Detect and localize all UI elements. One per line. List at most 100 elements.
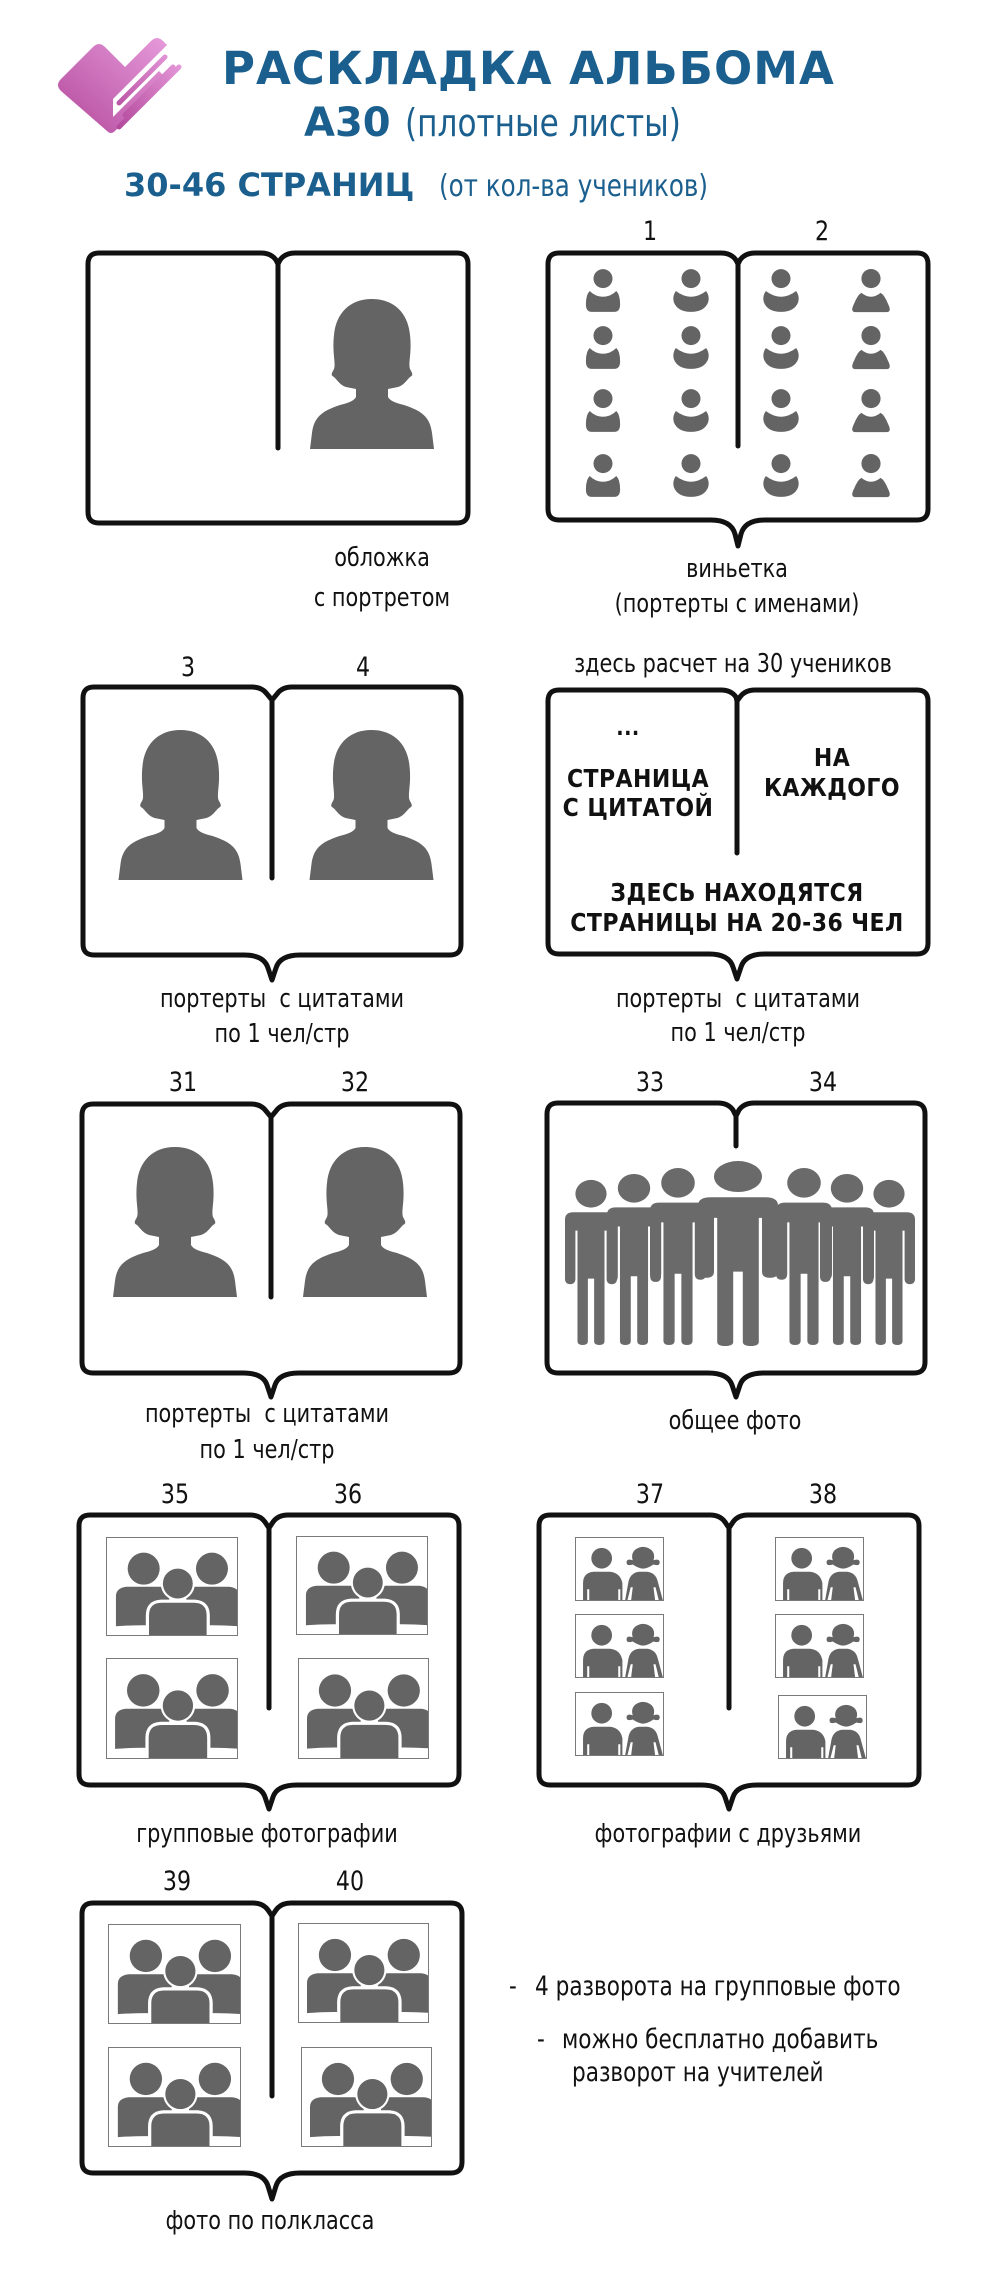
book-outline-cover (85, 250, 471, 526)
calculation-note: здесь расчет на 30 учеников (574, 649, 892, 679)
quote-page-text-line-1: СТРАНИЦА (566, 764, 710, 793)
page-number-left: 1 (642, 216, 658, 247)
group-icon (107, 1538, 237, 1635)
couple-icon (779, 1696, 866, 1758)
title-line-2: A30 (плотные листы) (304, 100, 741, 146)
person-figure-center (698, 1160, 778, 1346)
page-number-left: 37 (635, 1479, 665, 1510)
user-icon (672, 453, 710, 499)
user-icon (849, 388, 893, 434)
book-outline (545, 687, 931, 982)
page-number-right: 32 (340, 1067, 370, 1098)
group-icon (297, 1537, 427, 1634)
note-2-text-line-1: можно бесплатно добавить (562, 2024, 879, 2055)
photo-frame (298, 1658, 429, 1759)
couple-icon (776, 1538, 863, 1600)
user-icon (849, 268, 893, 314)
caption: групповые фотографии (136, 1819, 398, 1849)
caption-line-1: портерты с цитатами (615, 984, 861, 1014)
book-outline-vignette (545, 250, 931, 549)
each-person-text-line-2: КАЖДОГО (763, 773, 901, 802)
quote-page-text-line-2: С ЦИТАТОЙ (562, 793, 714, 822)
page-number-left: 39 (162, 1866, 192, 1897)
page-number-left: 35 (160, 1479, 190, 1510)
book-outline (80, 684, 464, 983)
couple-icon (776, 1615, 863, 1677)
caption-line-2: по 1 чел/стр (214, 1019, 350, 1049)
user-icon (849, 325, 893, 371)
photo-frame (575, 1537, 664, 1601)
user-icon (584, 325, 622, 371)
caption-line-2: (портерты с именами) (614, 589, 860, 619)
pages-range-text-line-1: ЗДЕСЬ НАХОДЯТСЯ (610, 878, 864, 907)
page-number-right: 4 (355, 652, 371, 683)
photo-frame (301, 2047, 432, 2147)
page-number-right: 36 (333, 1479, 363, 1510)
book-outline (536, 1512, 922, 1812)
logo (55, 33, 195, 143)
group-icon (302, 2048, 431, 2146)
group-icon (109, 1925, 240, 2023)
title-line-3: 30-46 СТРАНИЦ (от кол-ва учеников) (124, 166, 767, 204)
book-outline (544, 1100, 928, 1400)
couple-icon (576, 1538, 663, 1600)
caption-line-2: по 1 чел/стр (199, 1435, 335, 1465)
caption-line-1: портерты с цитатами (144, 1399, 390, 1429)
portrait-silhouette-right (309, 728, 434, 880)
page-number-right: 40 (335, 1866, 365, 1897)
page-number-left: 31 (168, 1067, 198, 1098)
user-icon (762, 325, 800, 371)
user-icon (672, 388, 710, 434)
user-icon (672, 325, 710, 371)
note-2-text-line-2: разворот на учителей (572, 2057, 824, 2088)
caption-line-2: по 1 чел/стр (670, 1018, 806, 1048)
page-count-note: (от кол-ва учеников) (439, 169, 709, 204)
album-paper-type: (плотные листы) (404, 101, 681, 145)
group-icon (299, 1924, 428, 2022)
user-icon (762, 453, 800, 499)
page-count: 30-46 СТРАНИЦ (124, 166, 415, 204)
portrait-silhouette (310, 297, 434, 449)
caption-line-1: портерты с цитатами (159, 984, 405, 1014)
user-icon (849, 453, 893, 499)
portrait-silhouette-left (118, 728, 243, 880)
caption-line-1: виньетка (686, 554, 788, 584)
page-number-left: 33 (635, 1067, 665, 1098)
caption: фото по полкласса (165, 2206, 375, 2236)
photo-frame (296, 1536, 428, 1635)
group-icon (107, 1659, 237, 1758)
title-line-1: РАСКЛАДКА АЛЬБОМА (222, 42, 835, 95)
group-icon (109, 2048, 240, 2146)
book-outline (76, 1512, 462, 1812)
photo-frame (108, 1924, 241, 2024)
page-number-right: 38 (808, 1479, 838, 1510)
book-outline (79, 1900, 465, 2202)
user-icon (584, 388, 622, 434)
album-format: A30 (304, 100, 391, 146)
photo-frame (298, 1923, 429, 2023)
couple-icon (576, 1615, 663, 1677)
caption-line-1: обложка (334, 543, 430, 573)
photo-frame (106, 1658, 238, 1759)
page-number-left: 3 (180, 652, 196, 683)
photo-frame (575, 1614, 664, 1678)
portrait-silhouette-right (303, 1145, 427, 1297)
photo-frame (775, 1614, 864, 1678)
page-number-right: 2 (814, 216, 830, 247)
group-icon (299, 1659, 428, 1758)
photo-frame (778, 1695, 867, 1759)
note-1-text: 4 разворота на групповые фото (535, 1971, 901, 2002)
pages-range-text-line-2: СТРАНИЦЫ НА 20-36 ЧЕЛ (570, 908, 904, 937)
ellipsis: ... (616, 716, 640, 741)
each-person-text-line-1: НА (813, 743, 851, 772)
couple-icon (576, 1693, 663, 1755)
note-2-bullet: - (537, 2024, 545, 2055)
photo-frame (106, 1537, 238, 1636)
user-icon (762, 268, 800, 314)
user-icon (672, 268, 710, 314)
note-1-bullet: - (509, 1971, 517, 2002)
page-number-right: 34 (808, 1067, 838, 1098)
caption: фотографии с друзьями (594, 1819, 862, 1849)
photo-frame (775, 1537, 864, 1601)
user-icon (762, 388, 800, 434)
